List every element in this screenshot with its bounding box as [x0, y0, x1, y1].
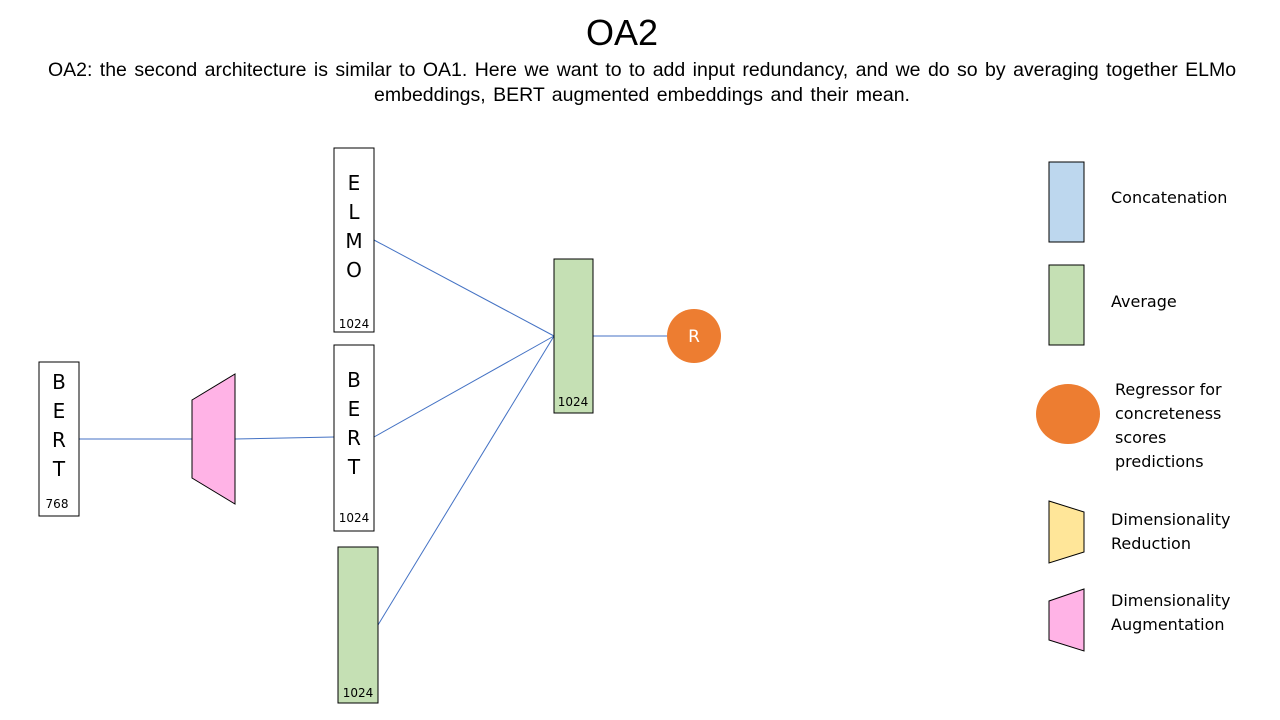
legend-regressor-line: predictions — [1115, 452, 1204, 471]
bert-input-letter-r: R — [52, 428, 66, 452]
bert-augmented-letter-t: T — [347, 455, 361, 479]
legend-augmentation-line: Augmentation — [1111, 615, 1225, 634]
legend-reduction-line: Reduction — [1111, 534, 1191, 553]
bert-augmented-dim: 1024 — [339, 511, 370, 525]
legend-reduction-label: Dimensionality Reduction — [1111, 508, 1230, 556]
page-title: OA2 — [585, 12, 659, 53]
legend-augmentation-swatch — [1048, 588, 1085, 652]
bert-augmented-letter-b: B — [347, 368, 361, 392]
legend-reduction-swatch — [1048, 500, 1085, 564]
legend-regressor-label: Regressor for concreteness scores predic… — [1115, 378, 1222, 474]
legend-regressor-swatch — [1036, 384, 1100, 444]
legend-reduction-line: Dimensionality — [1111, 510, 1231, 529]
legend-regressor-line: scores — [1115, 428, 1167, 447]
legend-average-label: Average — [1111, 292, 1177, 311]
elmo-letter-m: M — [345, 229, 362, 253]
bert-input-dim: 768 — [46, 497, 69, 511]
average-dim: 1024 — [558, 395, 589, 409]
edge-elmo-to-average — [373, 239, 555, 337]
bert-input-letter-b: B — [52, 370, 66, 394]
elmo-dim: 1024 — [339, 317, 370, 331]
bert-input-block: B E R T 768 — [38, 361, 80, 517]
bert-augmented-letter-e: E — [348, 397, 361, 421]
regressor-node: R — [667, 309, 721, 363]
elmo-letter-e: E — [348, 171, 361, 195]
legend-augmentation-label: Dimensionality Augmentation — [1111, 589, 1230, 637]
regressor-label: R — [688, 327, 700, 347]
bert-input-letter-t: T — [52, 457, 66, 481]
elmo-letter-o: O — [346, 258, 362, 282]
edges — [79, 239, 667, 626]
page-description: OA2: the second architecture is similar … — [47, 59, 1237, 106]
edge-augmentation-to-bert-augmented — [234, 436, 335, 440]
bert-augmented-letter-r: R — [347, 426, 361, 450]
legend-concatenation-swatch — [1048, 161, 1085, 243]
legend-regressor-line: Regressor for — [1115, 380, 1222, 399]
mean-block: 1024 — [337, 546, 379, 704]
elmo-block: E L M O 1024 — [333, 147, 375, 333]
average-block: 1024 — [553, 258, 594, 414]
legend-regressor-line: concreteness — [1115, 404, 1222, 423]
legend-concatenation-label: Concatenation — [1111, 188, 1228, 207]
legend-augmentation-line: Dimensionality — [1111, 591, 1231, 610]
legend — [1036, 161, 1100, 652]
bert-input-letter-e: E — [53, 399, 66, 423]
mean-dim: 1024 — [343, 686, 374, 700]
legend-average-swatch — [1048, 264, 1085, 346]
elmo-letter-l: L — [348, 200, 360, 224]
bert-augmented-block: B E R T 1024 — [333, 344, 375, 532]
edge-mean-to-average — [377, 335, 555, 626]
edge-bert-augmented-to-average — [373, 335, 555, 438]
augmentation-trapezoid — [191, 373, 236, 505]
